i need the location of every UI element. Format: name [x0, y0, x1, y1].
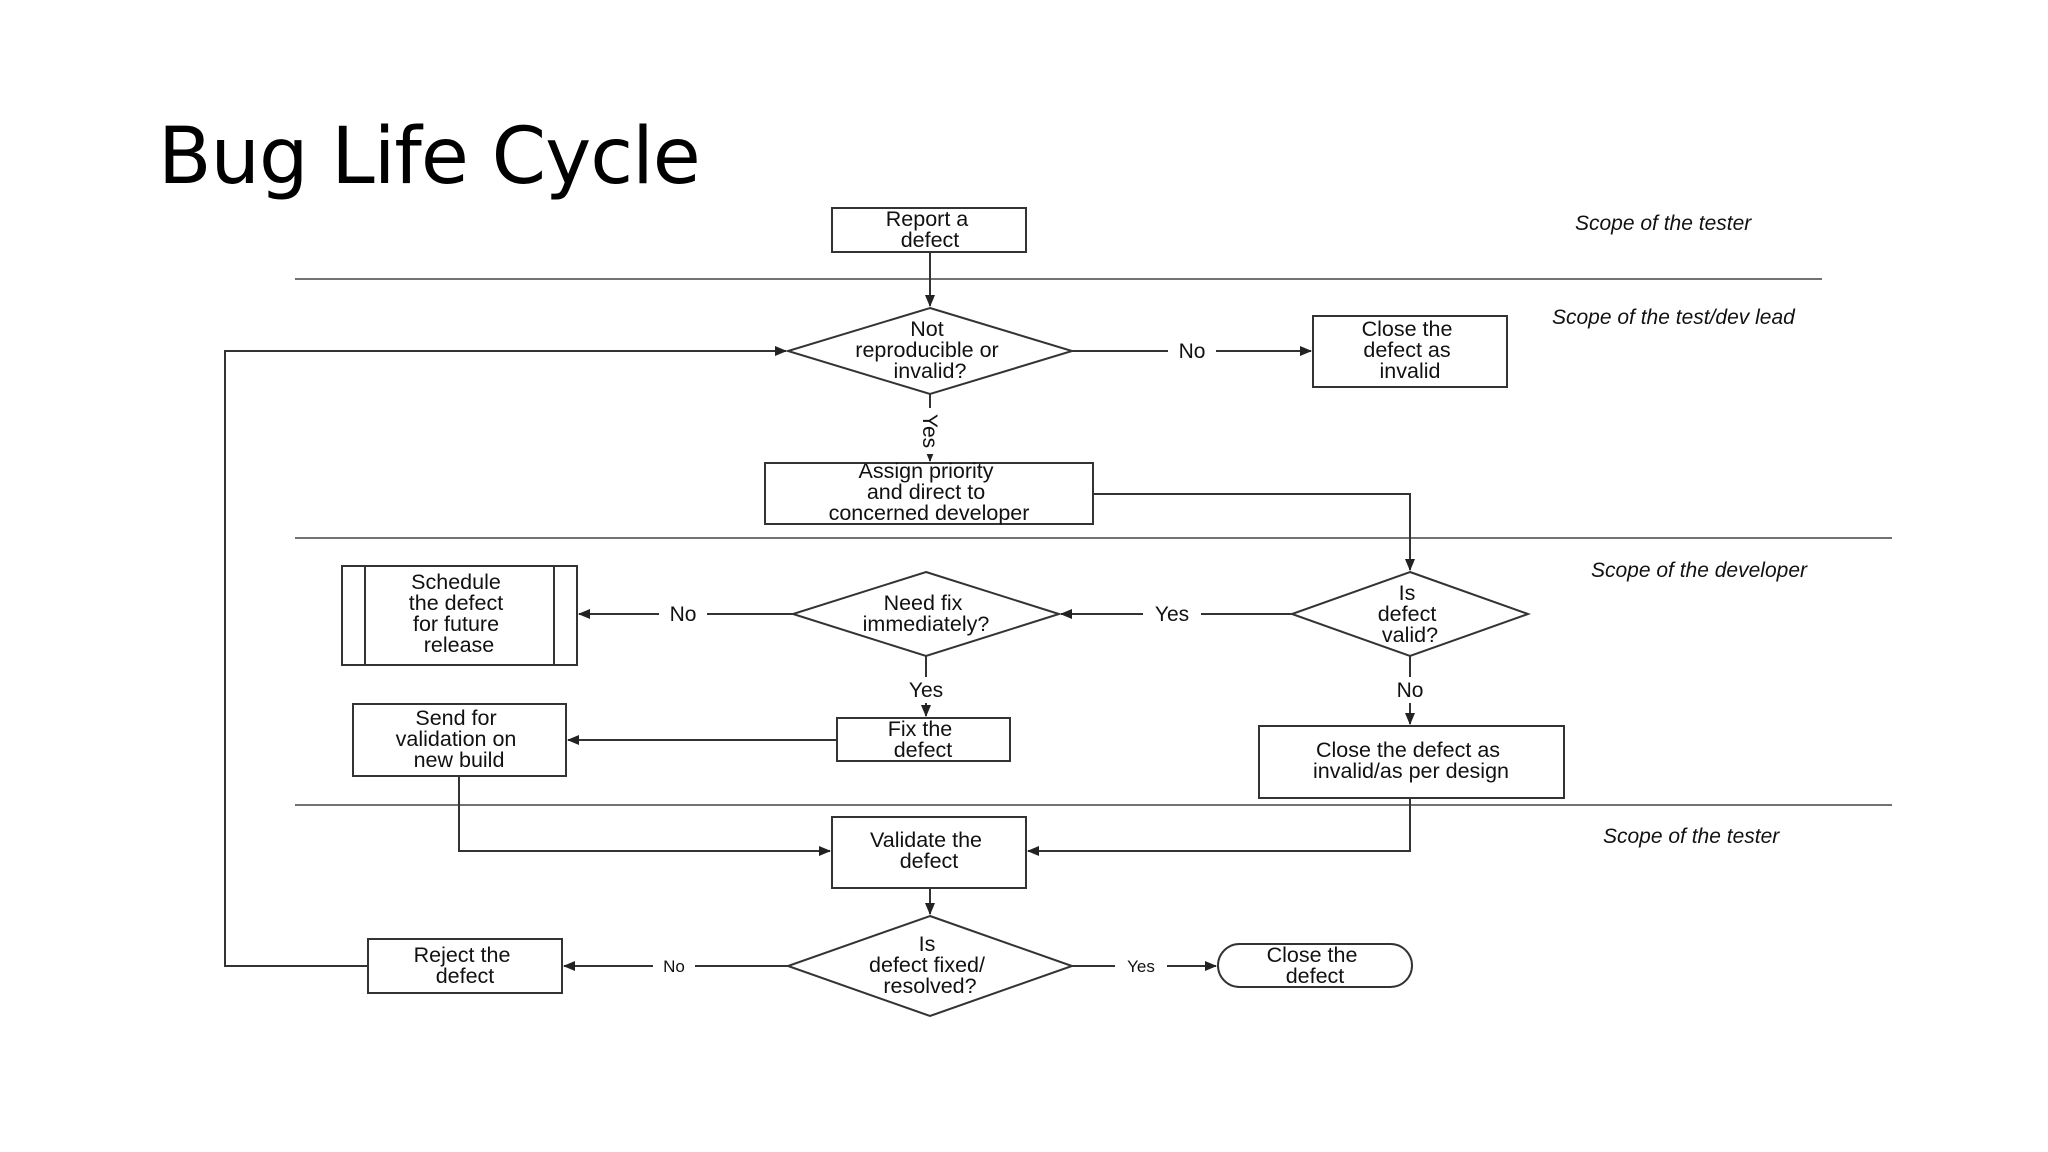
label-line: concerned developer — [829, 501, 1030, 525]
report-defect-label: Report a defect — [886, 207, 974, 252]
scope-label-lead: Scope of the test/dev lead — [1552, 306, 1796, 329]
edge-label-fixed-no: No — [663, 957, 685, 976]
schedule-defect-box — [341, 565, 578, 666]
label-line: new build — [414, 748, 505, 772]
label-mask-check-no — [1168, 338, 1216, 364]
label-line: Is — [1399, 581, 1416, 605]
slide-title: Bug Life Cycle — [158, 118, 700, 202]
edge-label-valid-no: No — [1397, 679, 1424, 702]
label-line: defect — [894, 738, 953, 762]
label-line: defect fixed/ — [869, 953, 985, 977]
edge-label-check-no: No — [1179, 340, 1206, 363]
close-invalid-box — [1312, 315, 1508, 388]
reject-defect-label: Reject the defect — [414, 943, 517, 988]
label-line: defect — [1286, 964, 1345, 988]
label-line: valid? — [1382, 623, 1438, 647]
label-line: Not — [910, 317, 943, 341]
label-line: defect as — [1363, 338, 1450, 362]
assign-priority-label: Assign priority and direct to concerned … — [829, 459, 1030, 525]
is-fixed-decision — [784, 914, 1076, 1018]
label-line: for future — [413, 612, 499, 636]
close-design-box — [1258, 725, 1565, 799]
send-validation-box — [352, 703, 567, 777]
close-invalid-label: Close the defect as invalid — [1362, 317, 1459, 383]
label-line: Assign priority — [859, 459, 994, 483]
edge-label-needfix-no: No — [670, 603, 697, 626]
fix-defect-label: Fix the defect — [888, 717, 959, 762]
label-line: Is — [919, 932, 936, 956]
label-line: defect — [901, 228, 960, 252]
label-line: invalid/as per design — [1313, 759, 1509, 783]
not-reproducible-label: Not reproducible or invalid? — [855, 317, 1004, 383]
need-fix-label: Need fix immediately? — [863, 591, 990, 636]
edge-label-check-yes: Yes — [918, 414, 941, 448]
label-line: reproducible or — [855, 338, 998, 362]
edge-label-valid-yes: Yes — [1155, 603, 1189, 626]
label-line: release — [424, 633, 495, 657]
label-line: Fix the — [888, 717, 953, 741]
label-line: Send for — [415, 706, 496, 730]
label-line: Close the — [1362, 317, 1453, 341]
edge-assign-to-valid — [1093, 493, 1415, 571]
assign-priority-box — [764, 462, 1094, 525]
label-line: Report a — [886, 207, 969, 231]
close-defect-terminal — [1217, 943, 1413, 988]
edge-label-fixed-yes: Yes — [1127, 957, 1155, 976]
send-validation-label: Send for validation on new build — [396, 706, 523, 772]
label-line: Validate the — [870, 828, 982, 852]
scope-label-developer: Scope of the developer — [1591, 559, 1808, 582]
label-line: Reject the — [414, 943, 511, 967]
label-mask-valid-no — [1382, 677, 1438, 703]
label-mask-fixed-yes — [1115, 956, 1167, 976]
label-mask-fixed-no — [653, 956, 695, 976]
close-design-label: Close the defect as invalid/as per desig… — [1313, 738, 1509, 783]
label-line: the defect — [409, 591, 503, 615]
reject-defect-box — [367, 938, 563, 994]
is-defect-valid-label: Is defect valid? — [1378, 581, 1443, 647]
label-line: and direct to — [867, 480, 985, 504]
edge-reject-loop-back — [224, 346, 787, 967]
label-line: defect — [1378, 602, 1437, 626]
close-defect-terminal-label: Close the defect — [1267, 943, 1364, 988]
scope-label-tester-bottom: Scope of the tester — [1603, 825, 1780, 848]
label-line: invalid — [1380, 359, 1441, 383]
label-line: Schedule — [411, 570, 501, 594]
label-mask-check-yes — [919, 408, 941, 454]
label-line: Close the — [1267, 943, 1358, 967]
label-line: validation on — [396, 727, 517, 751]
label-mask-needfix-no — [659, 601, 707, 627]
label-line: defect — [900, 849, 959, 873]
label-line: defect — [436, 964, 495, 988]
label-line: Close the defect as — [1316, 738, 1500, 762]
is-fixed-label: Is defect fixed/ resolved? — [869, 932, 991, 998]
schedule-defect-label: Schedule the defect for future release — [409, 570, 509, 657]
edge-send-to-validate — [458, 776, 831, 856]
label-mask-valid-yes — [1143, 601, 1201, 627]
label-mask-needfix-yes — [893, 677, 959, 703]
validate-defect-label: Validate the defect — [870, 828, 988, 873]
label-line: invalid? — [894, 359, 967, 383]
edge-close-design-to-validate — [1027, 798, 1411, 856]
label-line: Need fix — [884, 591, 963, 615]
scope-label-tester-top: Scope of the tester — [1575, 212, 1752, 235]
label-line: resolved? — [883, 974, 976, 998]
edge-label-needfix-yes: Yes — [909, 679, 943, 702]
label-line: immediately? — [863, 612, 990, 636]
